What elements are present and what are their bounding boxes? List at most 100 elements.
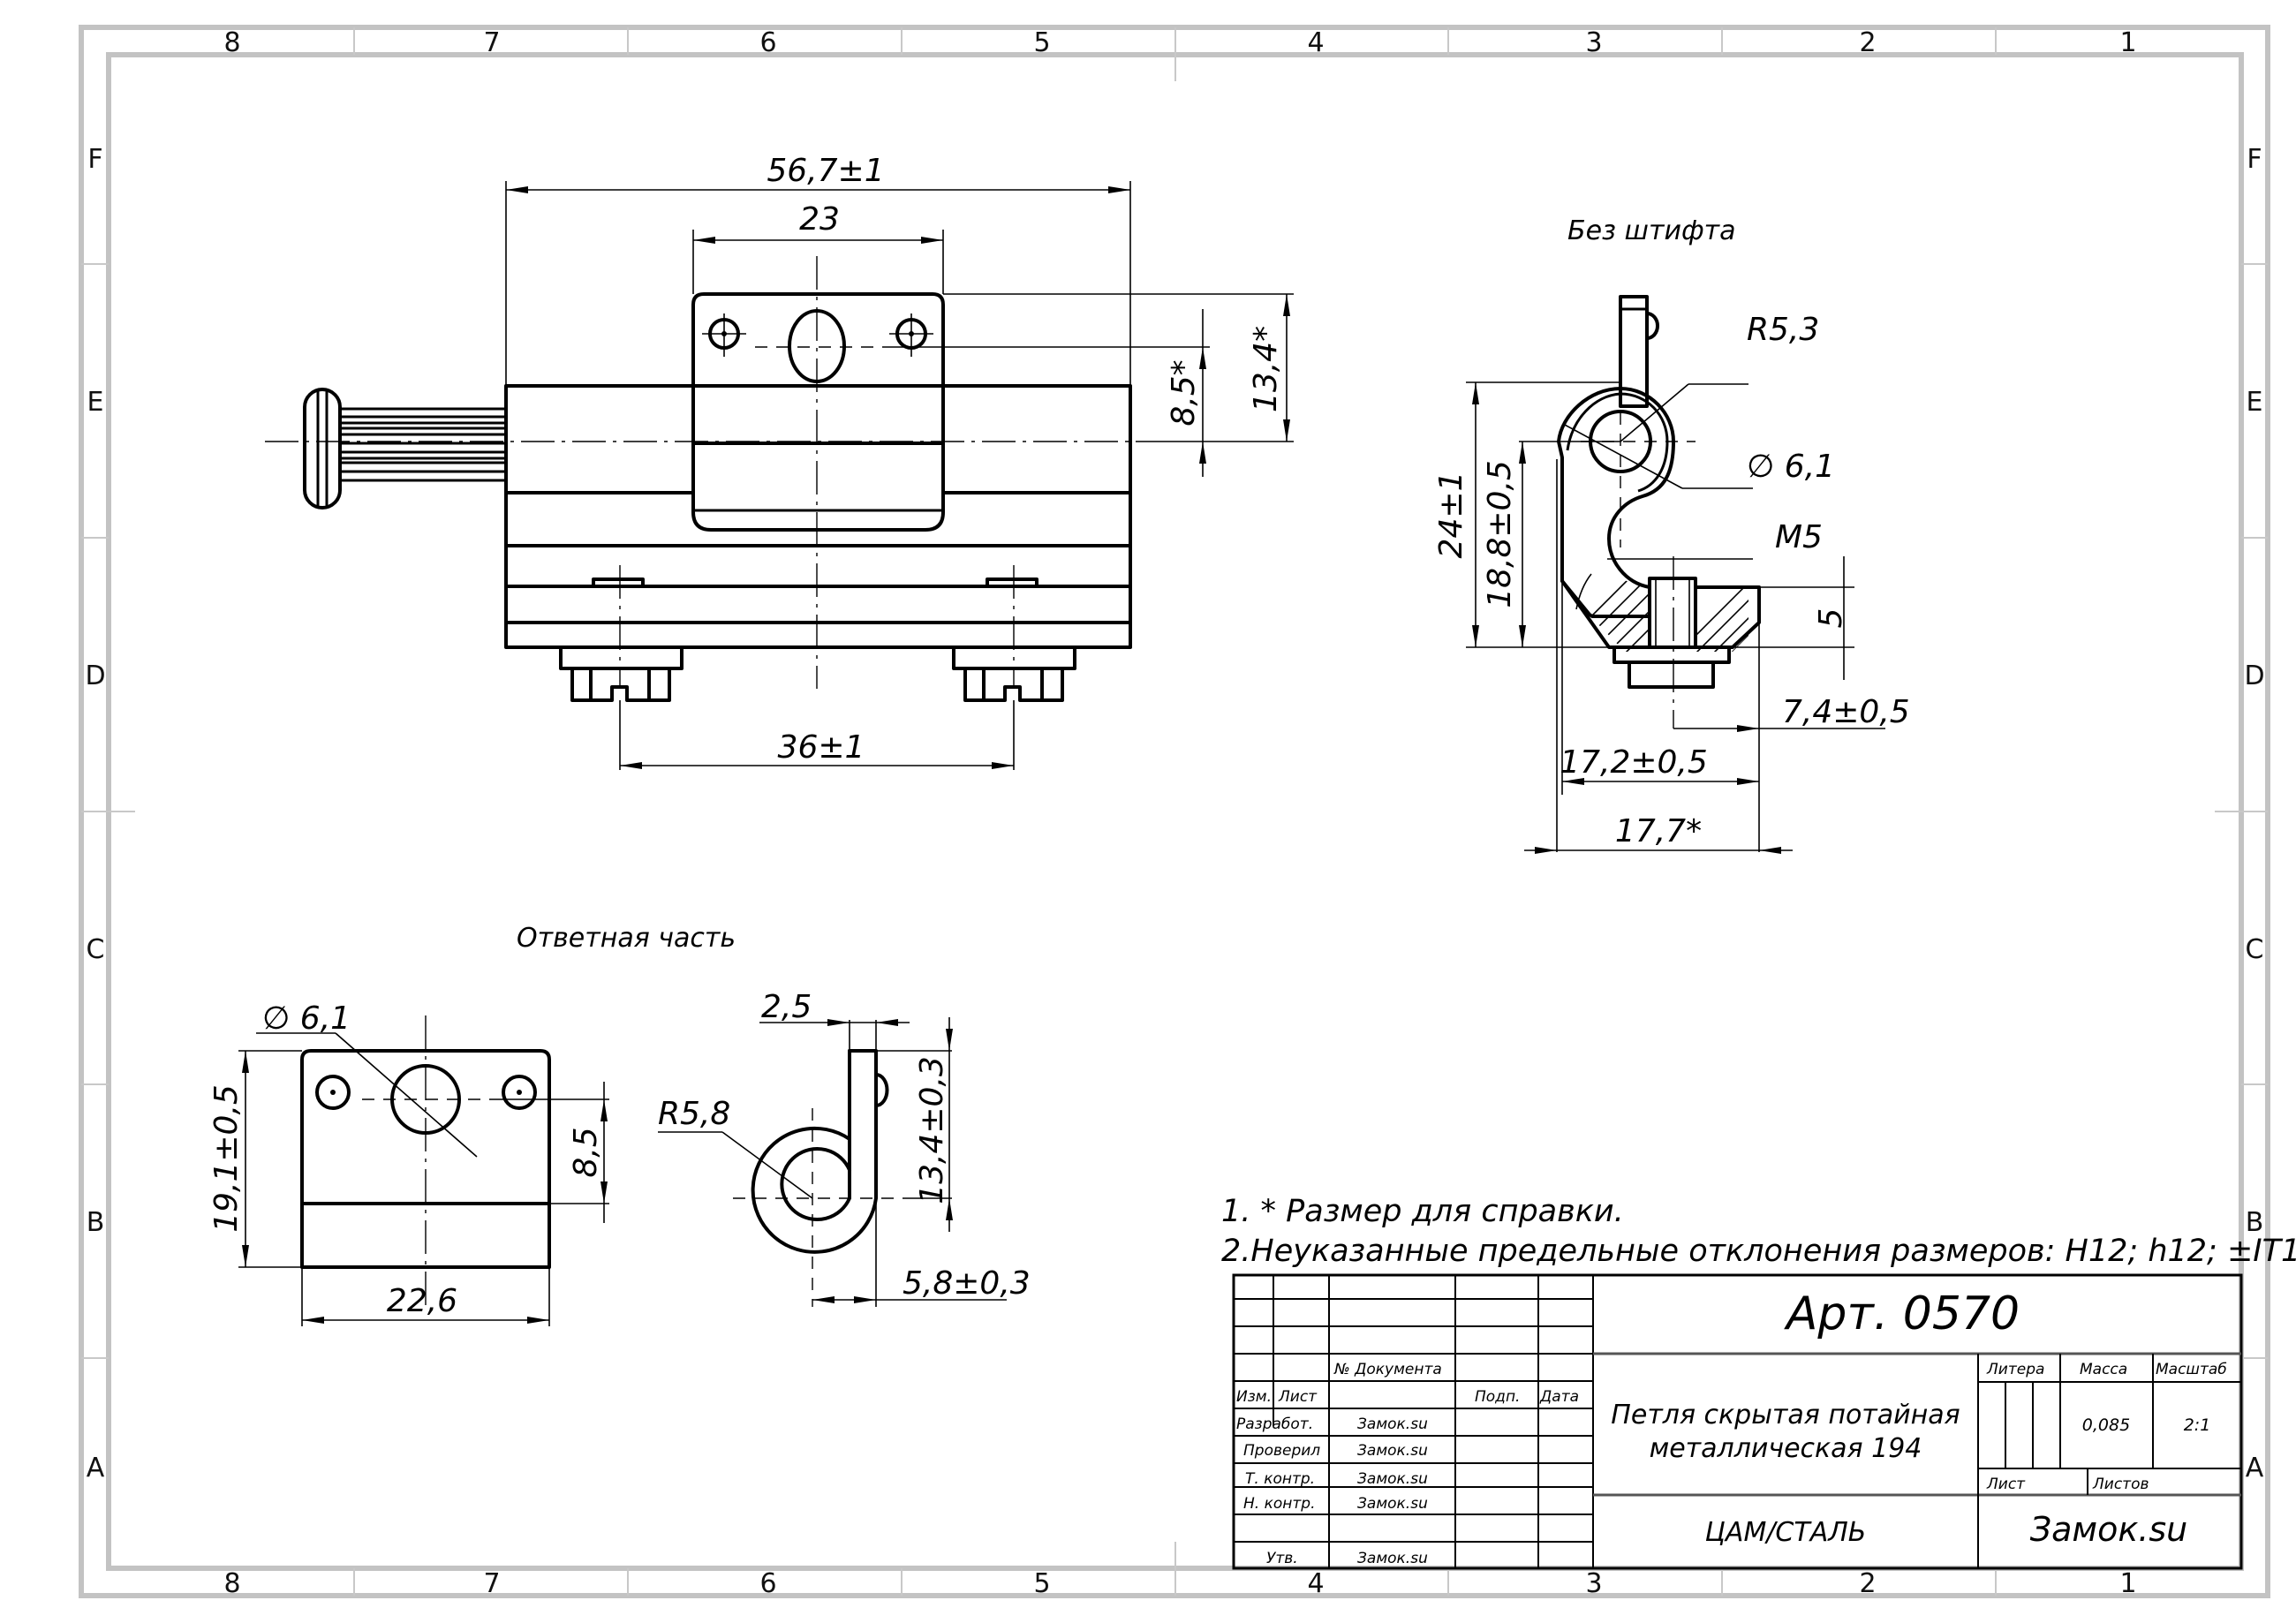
tb-roles: Разработ. Замок.su Проверил Замок.su Т. … [1236,1415,1428,1567]
dim-hole-height-label: 8,5* [1166,359,1202,426]
cp-dim-height: 19,1±0,5 [208,1050,302,1268]
zone-col-7-bottom: 7 [483,1568,500,1599]
tb-header-massa: Масса [2080,1361,2127,1378]
cp-dim-height-label: 19,1±0,5 [208,1084,245,1233]
zone-col-4: 4 [1307,27,1324,58]
tb-role-1: Проверил [1243,1442,1320,1460]
tb-name-line1: Петля скрытая потайная [1611,1400,1960,1431]
zone-labels-left: F E D C B A [85,144,105,1483]
dim-plate-height-label: 13,4* [1248,326,1284,412]
tb-header-podp: Подп. [1475,1388,1520,1406]
cp-dim-thickness-label: 2,5 [761,989,812,1025]
outer-frame [79,25,2270,1598]
zone-labels-bottom: 8 7 6 5 4 3 2 1 [223,1568,2136,1599]
tb-role-0: Разработ. [1236,1415,1313,1433]
zone-row-F: F [87,144,102,175]
dim-plate-width-label: 23 [799,201,840,238]
note-2: 2.Неуказанные предельные отклонения разм… [1221,1234,2296,1269]
tb-role-2: Т. контр. [1245,1470,1315,1488]
cp-dim-offset-label: 5,8±0,3 [903,1265,1031,1302]
dim-total-height: 24±1 [1433,381,1620,648]
tb-header-data: Дата [1539,1388,1579,1406]
dim-overall-depth: 17,7* [1524,459,1793,854]
technical-notes: 1. * Размер для справки. 2.Неуказанные п… [1221,1194,2296,1269]
title-block: № Документа Изм. Лист Подп. Дата Разрабо… [1232,1273,2243,1570]
zone-col-3: 3 [1585,27,1602,58]
hatch-right [1696,587,1748,652]
dim-base-width-label: 17,2±0,5 [1560,744,1708,781]
tb-material: ЦАМ/СТАЛЬ [1705,1517,1867,1548]
base [1560,579,1761,649]
cp-dim-hole-height: 8,5 [499,1082,609,1223]
zone-row-A-right: A [2246,1453,2264,1483]
cp-dim-radius: R5,8 [658,1096,813,1199]
screw-hole-right [502,1075,537,1110]
cp-dim-hole-height-label: 8,5 [568,1127,604,1177]
dim-thread-depth-label: 5 [1813,608,1849,629]
dim-plate-height: 13,4* [943,293,1294,442]
zone-row-E-right: E [2247,387,2263,418]
dim-radius-label: R5,3 [1747,312,1819,348]
cp-dim-width: 22,6 [301,1267,550,1326]
tb-role-4: Утв. [1266,1550,1298,1567]
sheet-frame: 8 7 6 5 4 3 2 1 8 7 6 5 4 3 2 1 F E D C … [79,25,2270,1599]
dim-nut-spacing: 36±1 [619,700,1015,770]
zone-col-2-bottom: 2 [1859,1568,1876,1599]
tb-article: Арт. 0570 [1784,1287,2020,1340]
dim-axis-height-label: 18,8±0,5 [1482,460,1518,608]
tb-header-masshtab: Масштаб [2156,1361,2227,1378]
zone-col-1: 1 [2119,27,2136,58]
counterpart-views: Ответная часть ∅ 6,1 19,1±0,5 8,5 [208,923,1031,1326]
tb-company: Замок.su [2030,1510,2187,1549]
tb-header-list: Лист [1278,1388,1318,1406]
counterpart-caption: Ответная часть [517,923,736,954]
zone-row-C: C [87,934,105,965]
tb-header-listov: Листов [2092,1476,2149,1493]
tb-header-doc-no: № Документа [1333,1361,1442,1378]
dim-offset-label: 7,4±0,5 [1782,694,1910,730]
dim-offset: 7,4±0,5 [1673,623,1910,852]
note-1: 1. * Размер для справки. [1221,1194,1624,1229]
inner-frame [106,52,2244,1571]
j-hook-outer [751,1049,878,1254]
zone-row-C-right: C [2246,934,2264,965]
tb-role-1-name: Замок.su [1357,1442,1428,1460]
cp-dim-radius-label: R5,8 [658,1096,730,1132]
tb-header-litera: Литера [1986,1361,2044,1378]
tb-name-line2: металлическая 194 [1650,1433,1922,1464]
knurled-shaft [340,407,506,482]
zone-row-D: D [85,661,105,691]
hook-body [1557,387,1675,618]
zone-col-3-bottom: 3 [1585,1568,1602,1599]
dim-overall-depth-label: 17,7* [1615,813,1702,849]
zone-row-E: E [87,387,104,418]
hinge-front-view: 56,7±1 23 8,5* 13,4* 36± [265,153,1294,770]
zone-col-5: 5 [1033,27,1050,58]
cp-dim-width-label: 22,6 [387,1283,457,1319]
tb-role-0-name: Замок.su [1357,1415,1428,1433]
cp-dim-side-height-label: 13,4±0,3 [914,1056,950,1204]
dim-hole-height: 8,5* [883,309,1214,477]
tb-header-izm: Изм. [1236,1388,1272,1406]
dim-overall-width: 56,7±1 [505,153,1131,386]
zone-col-6-bottom: 6 [759,1568,776,1599]
dim-thread-label: M5 [1775,519,1823,555]
zone-labels-right: F E D C B A [2244,144,2264,1483]
tb-role-3-name: Замок.su [1357,1495,1428,1513]
dim-plate-width: 23 [692,201,944,294]
hinge-side-view: Без штифта [1433,215,1910,854]
cp-dim-diameter-label: ∅ 6,1 [262,1000,351,1037]
cp-dim-thickness: 2,5 [759,989,910,1051]
zone-col-5-bottom: 5 [1033,1568,1050,1599]
zone-col-6: 6 [759,27,776,58]
dim-thread-depth: 5 [1609,556,1854,680]
tb-role-4-name: Замок.su [1357,1550,1428,1567]
cp-dim-offset: 5,8±0,3 [812,1198,1031,1307]
zone-col-2: 2 [1859,27,1876,58]
tb-mass: 0,085 [2082,1415,2130,1435]
tb-role-3: Н. контр. [1243,1495,1315,1513]
dim-base-width: 17,2±0,5 [1560,581,1759,795]
dim-thread: M5 [1607,519,1823,560]
tb-header-list2: Лист [1986,1476,2026,1493]
counterpart-plate [300,1049,551,1269]
